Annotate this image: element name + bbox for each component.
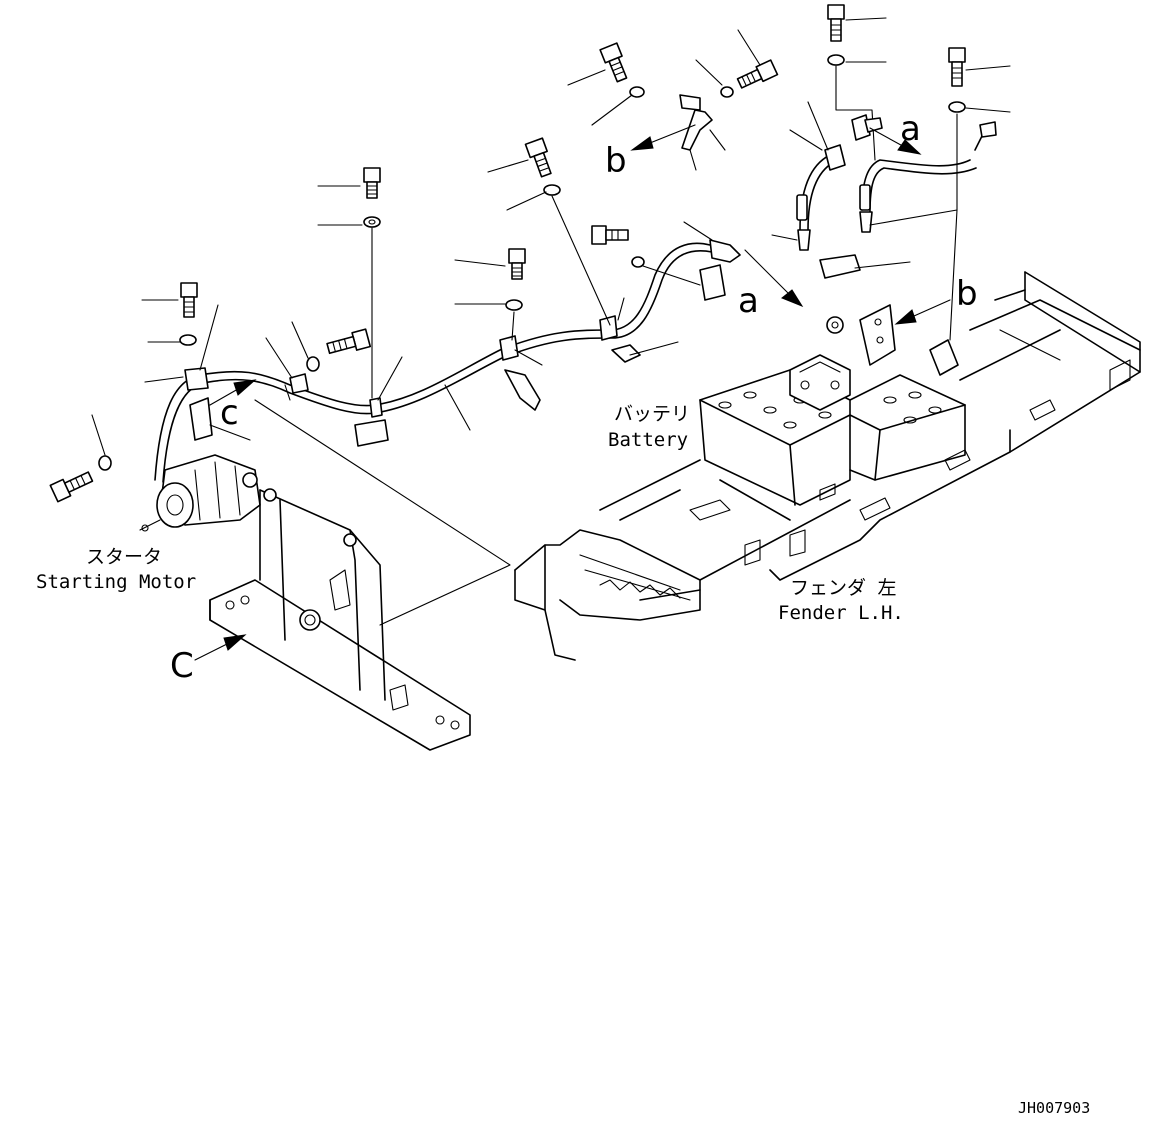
- marker-c-cable: c: [220, 393, 239, 433]
- marker-b-right: b: [956, 274, 978, 314]
- washer-icon: [363, 216, 381, 228]
- washer-icon: [543, 184, 561, 196]
- starter-label-en: Starting Motor: [36, 571, 196, 593]
- bolt-icon: [524, 137, 552, 178]
- washer-icon: [179, 334, 197, 346]
- hardware: [49, 4, 997, 503]
- battery-label-jp: バッテリ: [614, 403, 690, 425]
- bolt-icon: [736, 59, 779, 89]
- reference-arrows: [194, 124, 951, 661]
- battery-assembly: [699, 304, 966, 506]
- fender-label-en: Fender L.H.: [778, 602, 904, 624]
- bolt-icon: [363, 167, 381, 199]
- bolt-icon: [508, 248, 526, 280]
- starting-motor: [139, 454, 261, 532]
- washer-icon: [720, 86, 734, 98]
- marker-c-bracket: C: [170, 646, 194, 686]
- bolt-icon: [827, 4, 845, 42]
- bolt-icon: [180, 282, 198, 318]
- bolt-icon: [49, 471, 94, 503]
- bolt-icon: [591, 225, 629, 245]
- bolt-icon: [948, 47, 966, 87]
- cable-harness: [154, 114, 986, 483]
- washer-icon: [629, 86, 645, 98]
- marker-a-middle: a: [738, 281, 759, 321]
- drawing-number: JH007903: [1018, 1099, 1090, 1117]
- leader-lines: [91, 17, 1011, 626]
- starter-label-jp: スタータ: [86, 546, 162, 568]
- washer-icon: [98, 455, 112, 471]
- washer-icon: [505, 299, 523, 311]
- fender-label-jp: フェンダ 左: [790, 577, 896, 599]
- washer-icon: [827, 54, 845, 66]
- marker-b-left: b: [605, 141, 627, 181]
- marker-a-top: a: [900, 109, 921, 149]
- bolt-icon: [599, 42, 628, 83]
- washer-icon: [948, 101, 966, 113]
- chassis-frame: [514, 271, 1141, 661]
- mount-bracket: [209, 488, 471, 751]
- battery-label-en: Battery: [608, 429, 688, 451]
- washer-icon: [631, 256, 645, 268]
- washer-icon: [306, 356, 320, 372]
- bolt-icon: [326, 328, 372, 355]
